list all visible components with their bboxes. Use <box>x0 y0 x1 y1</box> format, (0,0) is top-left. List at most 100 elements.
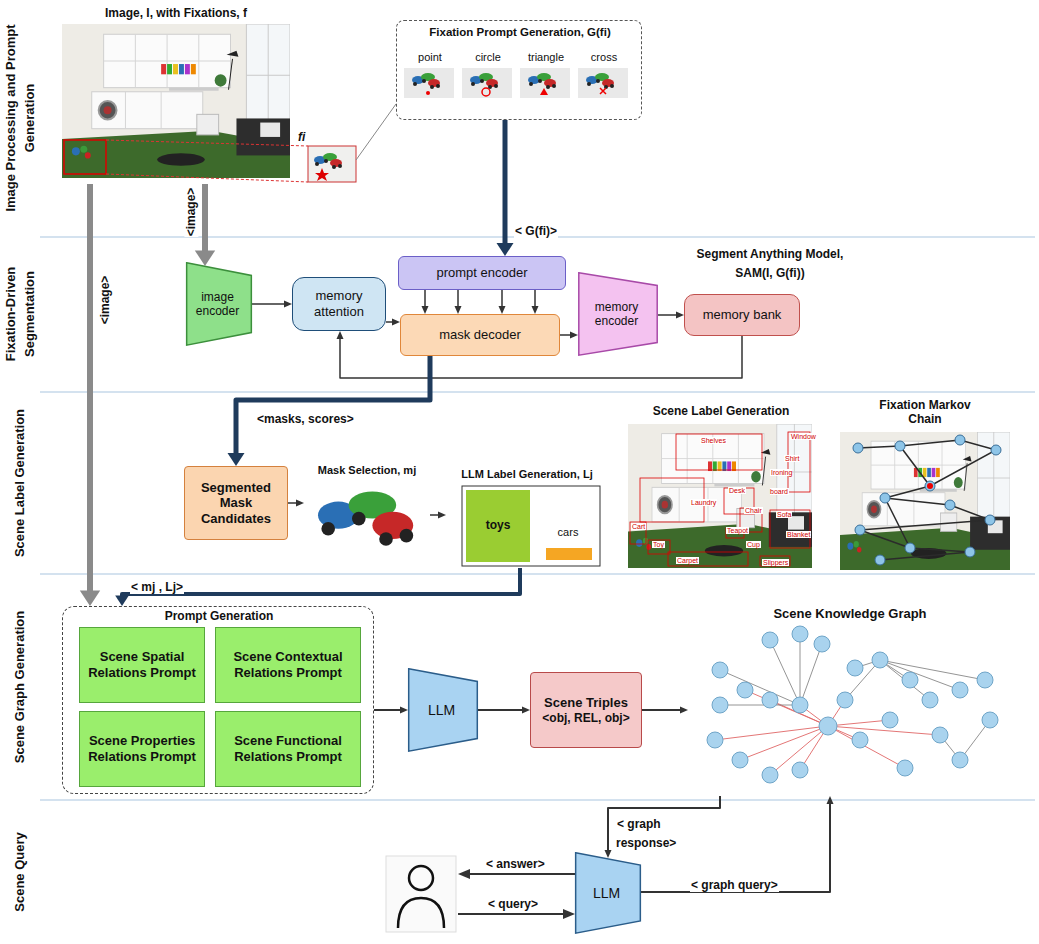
arrow-head <box>422 306 429 314</box>
node-heading: LLM Label Generation, Lj <box>446 468 608 481</box>
connector-line <box>457 290 459 308</box>
node-label: prompt encoder <box>436 265 527 281</box>
edge-label: <image> <box>98 275 112 326</box>
text-slot: Carpet <box>676 548 716 567</box>
text-slot: Scene Label Generation <box>626 404 816 418</box>
trapezoid-shape <box>187 263 252 345</box>
text-slot: Shelves <box>700 428 740 447</box>
text-slot: Slippers <box>762 550 802 569</box>
edge-label: < G(fi)> <box>514 224 558 238</box>
arrow-head <box>195 250 215 266</box>
connector-line <box>202 184 208 255</box>
process-box: Scene Triples<obj, REL, obj> <box>530 672 642 748</box>
connector <box>374 707 408 714</box>
arrow-head <box>676 312 684 319</box>
arrow-head <box>296 500 304 507</box>
connector-line <box>236 356 430 457</box>
prompt-box: Scene Properties Relations Prompt <box>79 711 205 787</box>
text-slot: Mask Selection, mj <box>304 464 430 477</box>
connector-line <box>503 120 508 247</box>
prompt-box: Scene Contextual Relations Prompt <box>215 627 361 703</box>
prompt-box: Scene Functional Relations Prompt <box>215 711 361 787</box>
text-slot: circle <box>459 51 517 64</box>
connector <box>605 796 721 858</box>
node-label: cars <box>544 526 592 539</box>
prompt-box: Scene Spatial Relations Prompt <box>79 627 205 703</box>
arrow-head <box>400 707 408 714</box>
object-label: Cup <box>746 541 761 548</box>
node-label: triangle <box>517 51 575 64</box>
node-label: circle <box>459 51 517 64</box>
edge-label: < mj , Lj> <box>130 580 184 594</box>
node-label: LLM <box>428 702 455 719</box>
text-slot: Fixation Markov Chain <box>870 398 980 427</box>
connector-line <box>424 290 426 308</box>
arrow-label: < answer> <box>486 857 545 871</box>
row-label: Scene Label Generation <box>12 409 27 557</box>
text-slot: fi <box>298 126 328 145</box>
edge-label: < graph query> <box>690 878 779 892</box>
row-label: Fixation-Driven Segmentation <box>3 267 37 362</box>
encoder-trapezoid: image encoder <box>186 262 252 346</box>
node-label: <obj, REL, obj> <box>542 711 629 725</box>
symbol-label: fi <box>298 130 305 144</box>
process-box: memory attention <box>292 277 386 331</box>
arrow-head <box>827 796 834 804</box>
llm-trapezoid: LLM <box>575 852 641 934</box>
connector-line <box>501 290 503 308</box>
node-label: Scene Functional Relations Prompt <box>222 733 354 764</box>
arrow-head <box>337 331 344 339</box>
row-label: Scene Graph Generation <box>12 611 27 763</box>
text-slot: Image, I, with Fixations, f <box>58 6 294 20</box>
connector-line <box>87 184 93 595</box>
node-heading: Prompt Generation <box>63 609 375 623</box>
connector-line <box>534 290 536 308</box>
text-slot: Window <box>790 424 830 443</box>
text-slot: Scene Graph Generation <box>9 580 28 795</box>
object-label: Shelves <box>700 437 727 444</box>
text-slot: <image> <box>94 270 113 330</box>
node-heading: Fixation Prompt Generation, G(fi) <box>401 26 639 40</box>
node-heading: Image, I, with Fixations, f <box>58 6 294 20</box>
text-slot: Shirt <box>784 446 824 465</box>
edge-label: <image> <box>184 187 198 238</box>
prompt-group: Prompt GenerationScene Spatial Relations… <box>62 606 374 794</box>
object-label: Chair <box>744 507 763 514</box>
node-label: toys <box>466 518 530 532</box>
process-box: prompt encoder <box>398 256 566 290</box>
text-slot: Blanket <box>786 522 826 541</box>
node-label: LLM <box>593 885 620 902</box>
text-slot: cars <box>544 526 592 539</box>
text-slot: <image> <box>180 182 199 242</box>
process-box: mask decoder <box>400 314 560 356</box>
connector <box>228 356 431 466</box>
node-heading: Scene Knowledge Graph <box>688 606 1012 622</box>
connector-line <box>252 303 286 305</box>
row-label: Image Processing and Prompt Generation <box>3 24 37 211</box>
arrow-head <box>455 306 462 314</box>
text-slot: Scene Label Generation <box>9 397 28 569</box>
text-slot: Cup <box>746 532 786 551</box>
object-label: Shirt <box>784 455 800 462</box>
trapezoid-shape <box>576 853 641 933</box>
object-label: Window <box>790 433 817 440</box>
connector-line <box>122 568 520 599</box>
object-label: Cart <box>631 523 646 530</box>
node-label: memory attention <box>299 288 379 319</box>
text-slot: Segment Anything Model, SAM(I, G(fi)) <box>690 243 850 281</box>
text-slot: Teapot <box>726 518 766 537</box>
trapezoid-shape <box>409 669 478 751</box>
arrow-head <box>228 453 245 466</box>
text-slot: <masks, scores> <box>256 408 366 427</box>
object-label: Carpet <box>676 557 699 564</box>
node-heading: Scene Label Generation <box>626 404 816 418</box>
prompt-group: Fixation Prompt Generation, G(fi)pointci… <box>396 20 642 120</box>
connector <box>288 500 304 507</box>
object-label: Laundry <box>690 499 717 506</box>
text-slot: < graph query> <box>690 874 800 893</box>
text-slot: < query> <box>488 893 558 912</box>
node-label: Scene Contextual Relations Prompt <box>222 649 354 680</box>
object-label: Desk <box>728 487 746 494</box>
arrow-head <box>497 243 514 256</box>
arrow-head <box>499 306 506 314</box>
